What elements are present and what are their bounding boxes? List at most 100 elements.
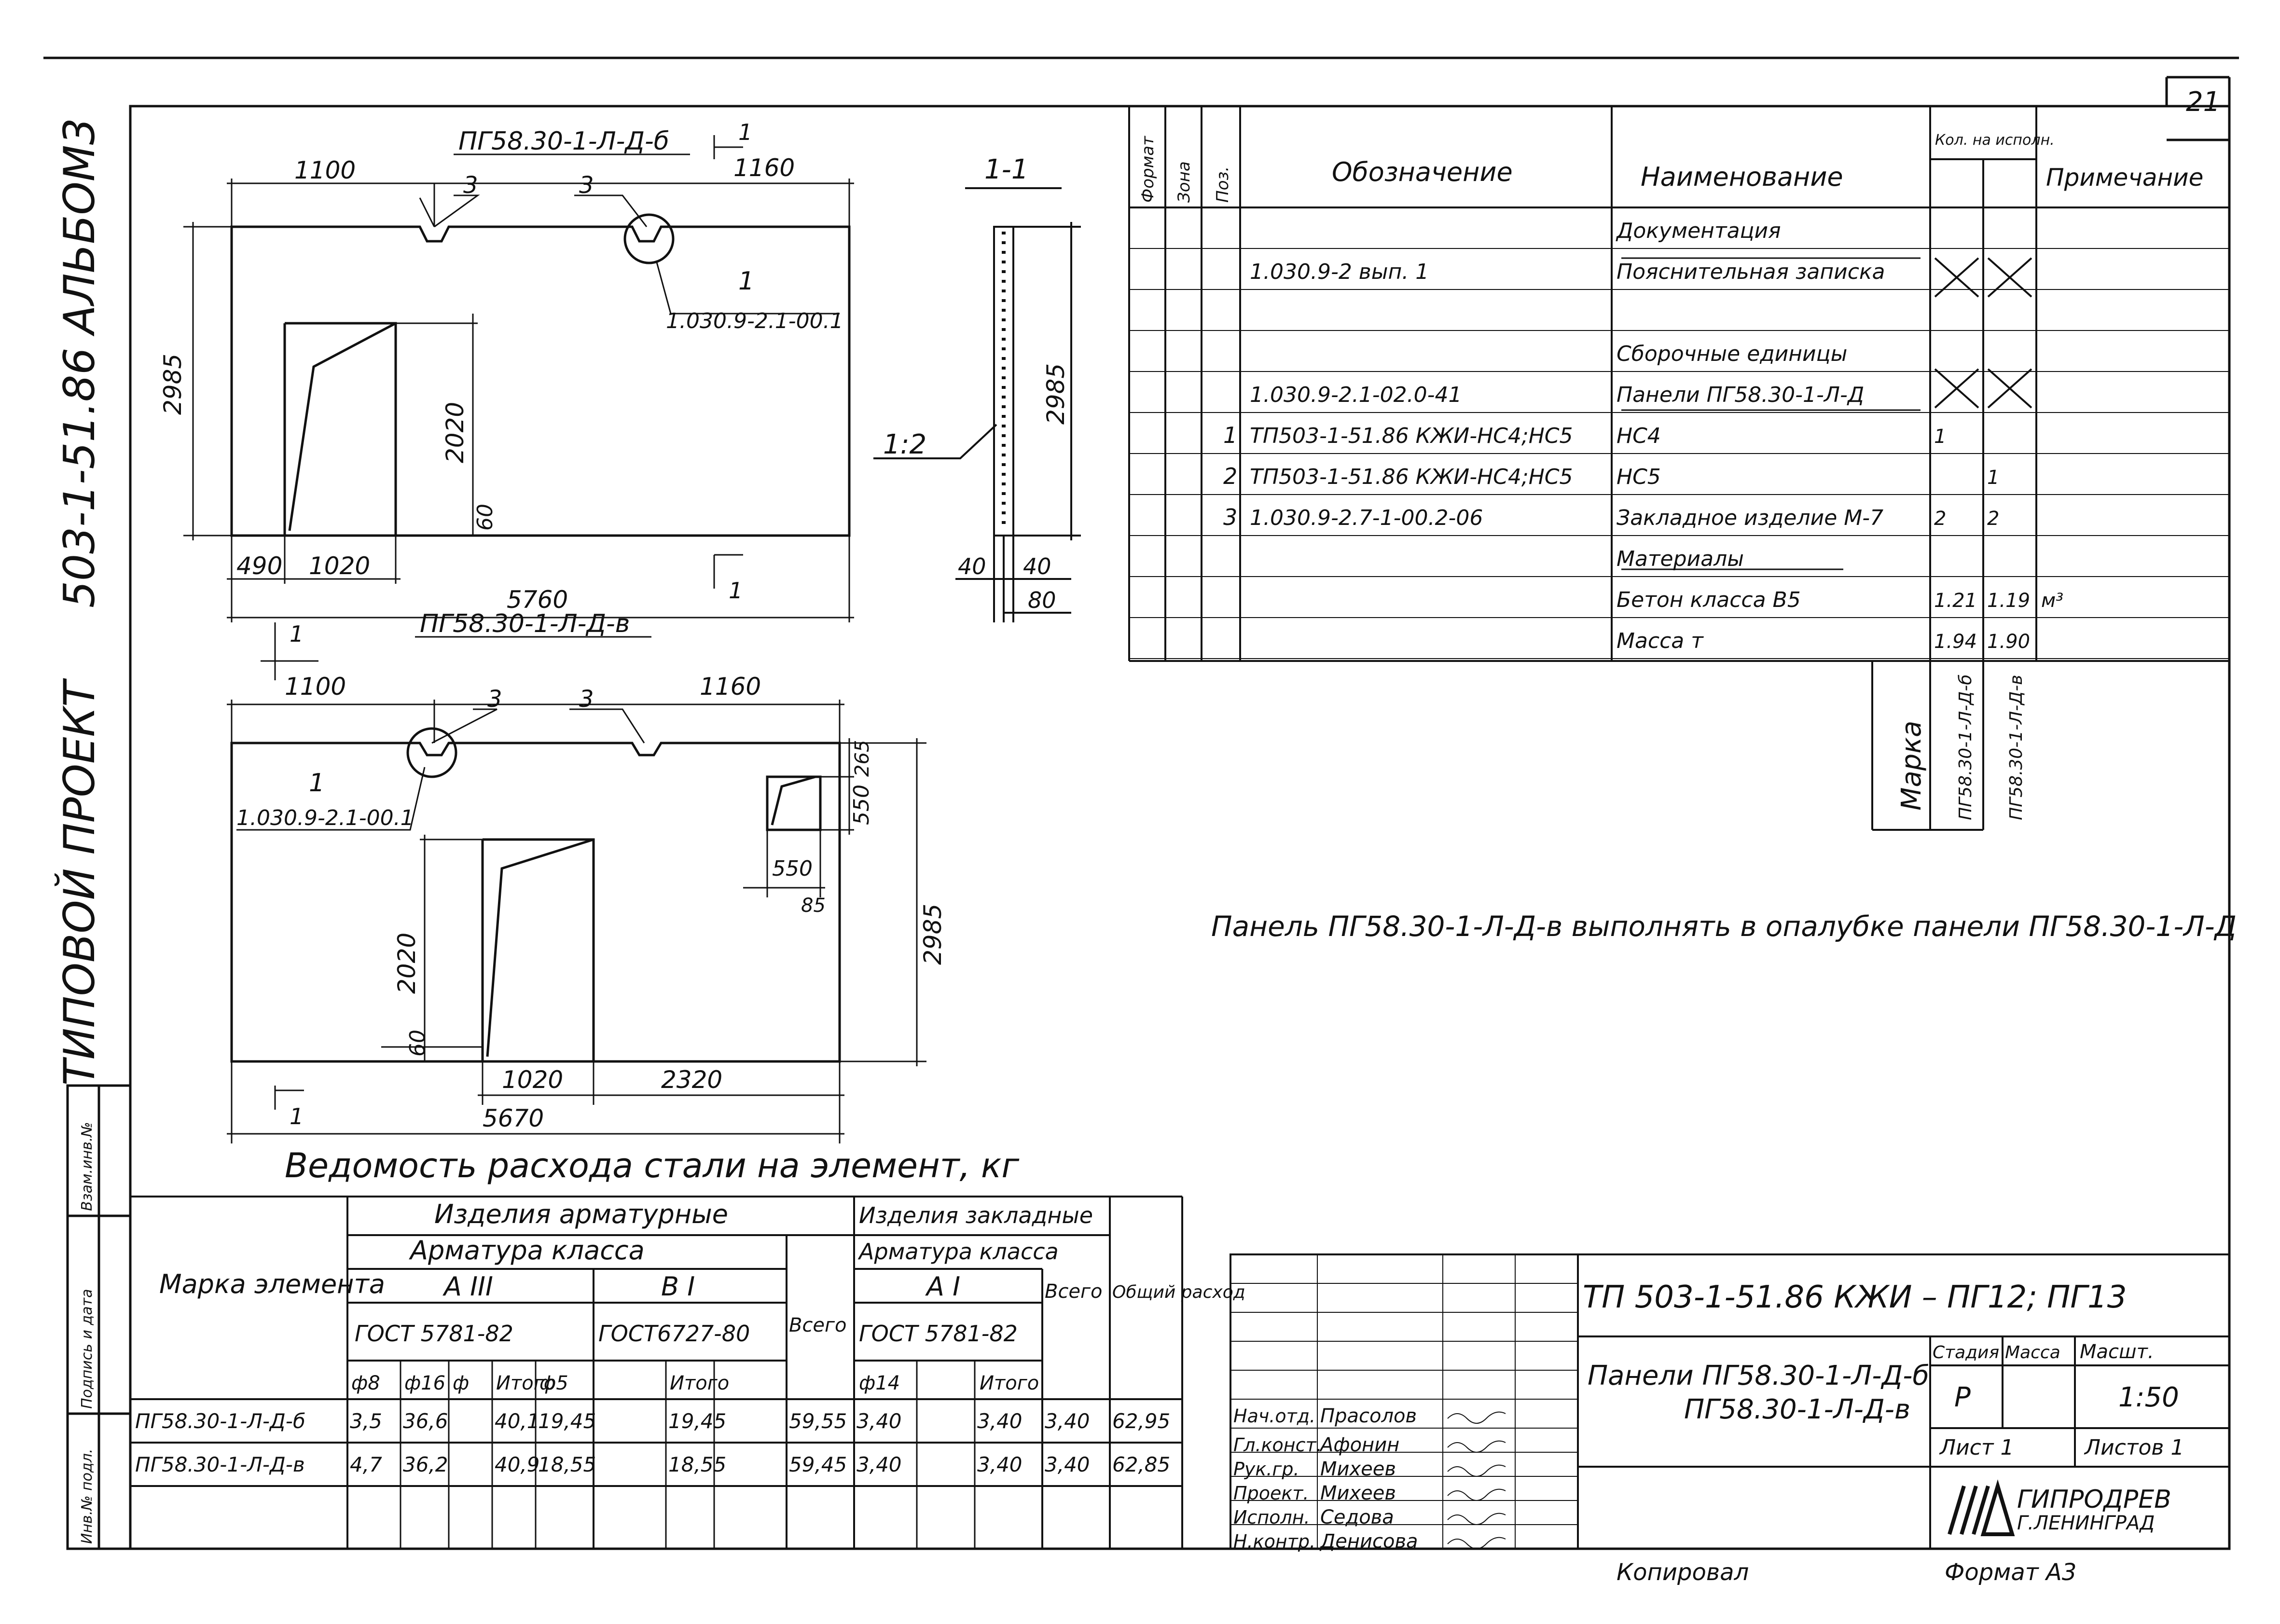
bottom-dim-1020: 1020 xyxy=(502,1066,563,1094)
steel-cell: 19,45 xyxy=(538,1409,596,1433)
stamp-scale: 1:50 xyxy=(2118,1382,2179,1413)
signature-icon xyxy=(1447,1488,1506,1501)
note-text: Панель ПГ58.30-1-Л-Д-в выполнять в опалу… xyxy=(1211,910,2237,943)
stamp-code: ТП 503-1-51.86 КЖИ – ПГ12; ПГ13 xyxy=(1583,1280,2127,1315)
steel-cell: 62,85 xyxy=(1112,1453,1170,1476)
spec-name: Масса т xyxy=(1617,629,1704,653)
sheet-number: 21 xyxy=(2186,86,2220,118)
top-callout-3b: 3 xyxy=(579,172,594,199)
spec-row-lines xyxy=(1129,248,2229,659)
bottom-dim-550h: 550 xyxy=(772,856,813,881)
section-dim-40b: 40 xyxy=(1023,553,1051,579)
steel-cell: 19,45 xyxy=(668,1409,726,1433)
section-title: 1-1 xyxy=(984,154,1028,185)
steel-h-grand: Общий расход xyxy=(1112,1282,1245,1302)
steel-h-zakl: Изделия закладные xyxy=(859,1202,1093,1228)
bottom-dim-60: 60 xyxy=(405,1030,430,1057)
spec-name: Сборочные единицы xyxy=(1617,342,1847,366)
bottom-section-mark-top: 1 xyxy=(290,621,304,647)
steel-cell: 62,95 xyxy=(1112,1409,1170,1433)
steel-cell: 59,45 xyxy=(789,1453,847,1476)
steel-cell: 18,55 xyxy=(538,1453,596,1476)
spec-qty-2: 2 xyxy=(1987,508,1999,530)
steel-h-total2: Всего xyxy=(1045,1280,1103,1303)
spec-pos: 2 xyxy=(1223,463,1237,489)
bottom-section-mark-bottom: 1 xyxy=(290,1103,304,1129)
bottom-dim-1160: 1160 xyxy=(700,673,761,701)
spec-header-zone: Зона xyxy=(1175,161,1194,203)
spec-designation: 1.030.9-2.1-02.0-41 xyxy=(1250,383,1462,407)
top-panel-drawing: ПГ58.30-1-Л-Д-б 1100 1160 1 3 3 1 1.030.… xyxy=(159,119,854,622)
marka-value-2: ПГ58.30-1-Л-Д-в xyxy=(2006,675,2026,820)
stub-label-1: Взам.инв.№ xyxy=(79,1122,96,1211)
bottom-dim-265: 265 xyxy=(851,740,873,777)
steel-h-a3: А III xyxy=(442,1271,493,1302)
spec-name: Материалы xyxy=(1617,547,1744,571)
spec-designation: 1.030.9-2.7-1-00.2-06 xyxy=(1250,506,1483,530)
steel-cell: 40,9 xyxy=(495,1453,540,1476)
bottom-dim-2320: 2320 xyxy=(661,1066,722,1094)
steel-table-title: Ведомость расхода стали на элемент, кг xyxy=(285,1146,1020,1185)
stamp-role: Нач.отд. xyxy=(1233,1405,1315,1427)
spec-name: Панели ПГ58.30-1-Л-Д xyxy=(1617,383,1864,407)
stamp-role: Рук.гр. xyxy=(1233,1459,1299,1480)
steel-cell: 36,6 xyxy=(403,1409,448,1433)
spec-header-name: Наименование xyxy=(1641,162,1843,192)
spec-name: Закладное изделие М-7 xyxy=(1617,506,1883,530)
top-callout-1: 1 xyxy=(738,267,754,296)
steel-cell: 59,55 xyxy=(789,1409,847,1433)
steel-h-a1: А I xyxy=(925,1271,960,1302)
stamp-person: Прасолов xyxy=(1320,1405,1417,1427)
stamp-title-2: ПГ58.30-1-Л-Д-в xyxy=(1684,1394,1910,1425)
stamp-role: Гл.конст. xyxy=(1233,1434,1322,1456)
steel-h-b1: В I xyxy=(661,1271,695,1302)
spec-pos: 1 xyxy=(1223,422,1237,448)
footer-copied: Копировал xyxy=(1617,1559,1749,1586)
org-logo xyxy=(1948,1479,2015,1536)
top-dim-1020: 1020 xyxy=(309,552,370,580)
steel-h-gost2: ГОСТ6727-80 xyxy=(598,1321,750,1347)
bottom-dim-2020: 2020 xyxy=(393,933,421,994)
top-section-mark-2: 1 xyxy=(729,578,743,604)
spec-qty-1: 1.94 xyxy=(1934,631,1977,653)
spec-pos: 3 xyxy=(1223,504,1237,530)
stub-label-2: Подпись и дата xyxy=(79,1289,96,1409)
steel-h-zakl-class: Арматура класса xyxy=(857,1239,1059,1265)
steel-head-col: ф5 xyxy=(539,1372,568,1394)
stamp-role: Проект. xyxy=(1233,1483,1309,1504)
stamp-person: Михеев xyxy=(1320,1458,1396,1480)
stamp-role: Н.контр. xyxy=(1233,1531,1315,1552)
steel-head-col: ф16 xyxy=(404,1372,445,1394)
bottom-dim-2985: 2985 xyxy=(919,904,947,965)
marka-value-1: ПГ58.30-1-Л-Д-б xyxy=(1956,674,1976,820)
steel-h-gost3: ГОСТ 5781-82 xyxy=(859,1321,1018,1347)
top-dim-60: 60 xyxy=(473,504,497,531)
steel-h-arm: Изделия арматурные xyxy=(434,1199,728,1229)
spec-name: Пояснительная записка xyxy=(1617,260,1885,284)
steel-head-col: ф xyxy=(453,1372,469,1394)
spec-header-format: Формат xyxy=(1138,136,1158,203)
title-block: ТП 503-1-51.86 КЖИ – ПГ12; ПГ13 Панели П… xyxy=(1230,1253,2230,1553)
stamp-stage-header: Стадия xyxy=(1933,1343,1999,1363)
stub-label-3: Инв.№ подл. xyxy=(79,1449,96,1544)
steel-cell: 3,40 xyxy=(857,1409,902,1433)
bottom-dim-1100: 1100 xyxy=(285,673,346,701)
spec-table: Формат Зона Поз. Обозначение Наименовани… xyxy=(1128,106,2229,831)
steel-cell: 3,40 xyxy=(977,1453,1023,1476)
steel-row-mark: ПГ58.30-1-Л-Д-б xyxy=(135,1409,305,1433)
steel-head-col: Итого xyxy=(980,1372,1039,1394)
bottom-callout-1-ref: 1.030.9-2.1-00.1 xyxy=(236,806,414,830)
stamp-person: Денисова xyxy=(1319,1530,1418,1553)
steel-cell: 3,40 xyxy=(857,1453,902,1476)
steel-h-total: Всего xyxy=(789,1314,847,1336)
signature-icon xyxy=(1447,1411,1506,1424)
stamp-person: Афонин xyxy=(1319,1434,1399,1456)
spec-name: Документация xyxy=(1616,219,1781,243)
signature-icon xyxy=(1447,1464,1506,1477)
spec-header-pos: Поз. xyxy=(1213,166,1232,203)
steel-cell: 3,40 xyxy=(1045,1453,1090,1476)
top-panel-title: ПГ58.30-1-Л-Д-б xyxy=(458,127,669,156)
steel-h-gost1: ГОСТ 5781-82 xyxy=(355,1321,513,1347)
bottom-panel-title: ПГ58.30-1-Л-Д-в xyxy=(420,609,630,638)
